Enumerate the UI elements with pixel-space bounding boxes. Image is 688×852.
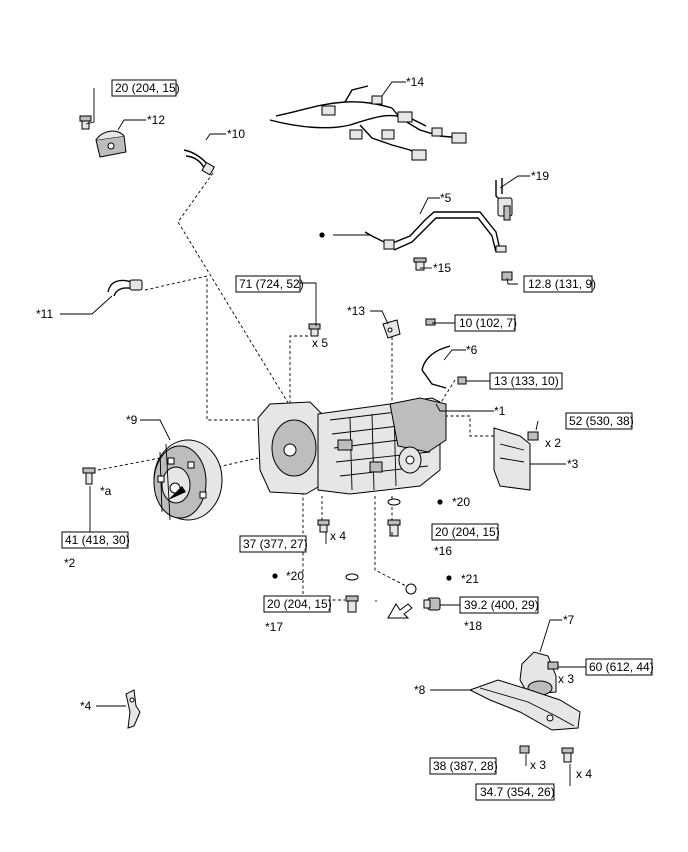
bolt-top-x5 <box>308 323 321 337</box>
torque-spec-18-text: 39.2 (400, 29) <box>464 598 539 612</box>
bolt-8 <box>561 747 574 763</box>
torque-spec-19: 12.8 (131, 9) <box>523 275 596 293</box>
callout-2: *2 <box>64 556 76 570</box>
bolt-3 <box>527 431 539 441</box>
leader-lines <box>60 81 586 786</box>
part-6 <box>421 345 467 389</box>
torque-spec-mid-text: 37 (377, 27) <box>243 537 308 551</box>
callout-16: *16 <box>434 544 452 558</box>
quantity-7: x 3 <box>558 672 574 686</box>
bolt-15 <box>413 257 427 271</box>
torque-spec-16: 20 (204, 15) <box>431 523 500 541</box>
part-12 <box>95 130 127 158</box>
callout-1: *1 <box>494 404 506 418</box>
callout-20-upper: *20 <box>452 495 470 509</box>
hose-10 <box>183 149 216 176</box>
torque-spec-top-text: 71 (724, 52) <box>239 277 304 291</box>
callout-8: *8 <box>414 683 426 697</box>
torque-spec-mid: 37 (377, 27) <box>239 535 308 553</box>
torque-spec-6: 13 (133, 10) <box>489 372 563 390</box>
callout-4: *4 <box>80 699 92 713</box>
bracket-4 <box>125 689 141 729</box>
torque-spec-6-text: 13 (133, 10) <box>494 374 559 388</box>
torque-spec-7: 60 (612, 44) <box>585 658 654 676</box>
callout-15: *15 <box>433 261 451 275</box>
callout-9: *9 <box>126 413 138 427</box>
torque-spec-12: 20 (204, 15) <box>111 79 180 97</box>
torque-spec-17: 20 (204, 15) <box>263 595 332 613</box>
torque-spec-18: 39.2 (400, 29) <box>459 596 539 614</box>
torque-spec-7-text: 60 (612, 44) <box>589 660 654 674</box>
gasket-21 <box>405 583 417 595</box>
quantity-top: x 5 <box>312 336 328 350</box>
torque-spec-13-text: 10 (102, 7) <box>459 316 517 330</box>
callout-10: *10 <box>227 127 245 141</box>
nut-8 <box>519 745 530 754</box>
plug-16 <box>387 519 401 537</box>
torque-spec-19-text: 12.8 (131, 9) <box>528 277 596 291</box>
bracket-13 <box>382 319 401 339</box>
callout-14: *14 <box>406 75 424 89</box>
quantity-8b: x 4 <box>576 767 592 781</box>
pipe-5 <box>364 211 507 253</box>
callout-13: *13 <box>347 304 365 318</box>
wire-harness <box>269 85 467 161</box>
torque-spec-3: 52 (530, 38) <box>565 412 634 430</box>
torque-spec-8b-text: 34.7 (354, 26) <box>480 785 555 799</box>
bolt-13 <box>425 318 436 326</box>
bolt-2 <box>82 467 96 485</box>
torque-spec-17-text: 20 (204, 15) <box>267 597 332 611</box>
torque-spec-top: 71 (724, 52) <box>235 275 304 293</box>
hose-11 <box>107 279 143 297</box>
gasket-20b <box>345 573 359 581</box>
bullet-dots <box>272 232 452 581</box>
torque-spec-3-text: 52 (530, 38) <box>569 414 634 428</box>
callout-6: *6 <box>466 343 478 357</box>
callout-20-lower: *20 <box>286 569 304 583</box>
crossmember-8 <box>468 679 581 731</box>
quantity-8a: x 3 <box>530 758 546 772</box>
torque-spec-8b: 34.7 (354, 26) <box>475 783 555 801</box>
callout-7: *7 <box>563 613 575 627</box>
transmission-1 <box>257 397 447 495</box>
callout-3: *3 <box>567 457 579 471</box>
callout-12: *12 <box>147 113 165 127</box>
bolt-12 <box>79 115 92 130</box>
callout-a: *a <box>100 484 112 498</box>
torque-spec-8a: 38 (387, 28) <box>429 757 498 775</box>
assembly-guide-lines <box>97 172 495 601</box>
callout-11: *11 <box>36 307 53 321</box>
torque-spec-13: 10 (102, 7) <box>454 314 517 332</box>
plug-17 <box>345 595 359 613</box>
torque-spec-2-text: 41 (418, 30) <box>65 533 130 547</box>
callout-19: *19 <box>531 169 549 183</box>
callout-17: *17 <box>265 620 283 634</box>
cover-3 <box>493 427 531 491</box>
torque-spec-2: 41 (418, 30) <box>61 531 130 549</box>
torque-converter-9 <box>153 439 223 521</box>
callout-18: *18 <box>464 619 482 633</box>
torque-spec-16-text: 20 (204, 15) <box>435 525 500 539</box>
callout-21: *21 <box>461 572 479 586</box>
bolt-mid-x4 <box>317 519 330 533</box>
plug-18 <box>423 597 441 611</box>
gasket-20a <box>387 498 401 506</box>
torque-spec-12-text: 20 (204, 15) <box>115 81 180 95</box>
view-arrow-icon <box>387 603 413 619</box>
callout-5: *5 <box>440 191 452 205</box>
part-19 <box>495 178 513 221</box>
quantity-3: x 2 <box>545 436 561 450</box>
quantity-mid: x 4 <box>330 529 346 543</box>
torque-spec-8a-text: 38 (387, 28) <box>433 759 498 773</box>
bolt-7 <box>547 661 559 670</box>
